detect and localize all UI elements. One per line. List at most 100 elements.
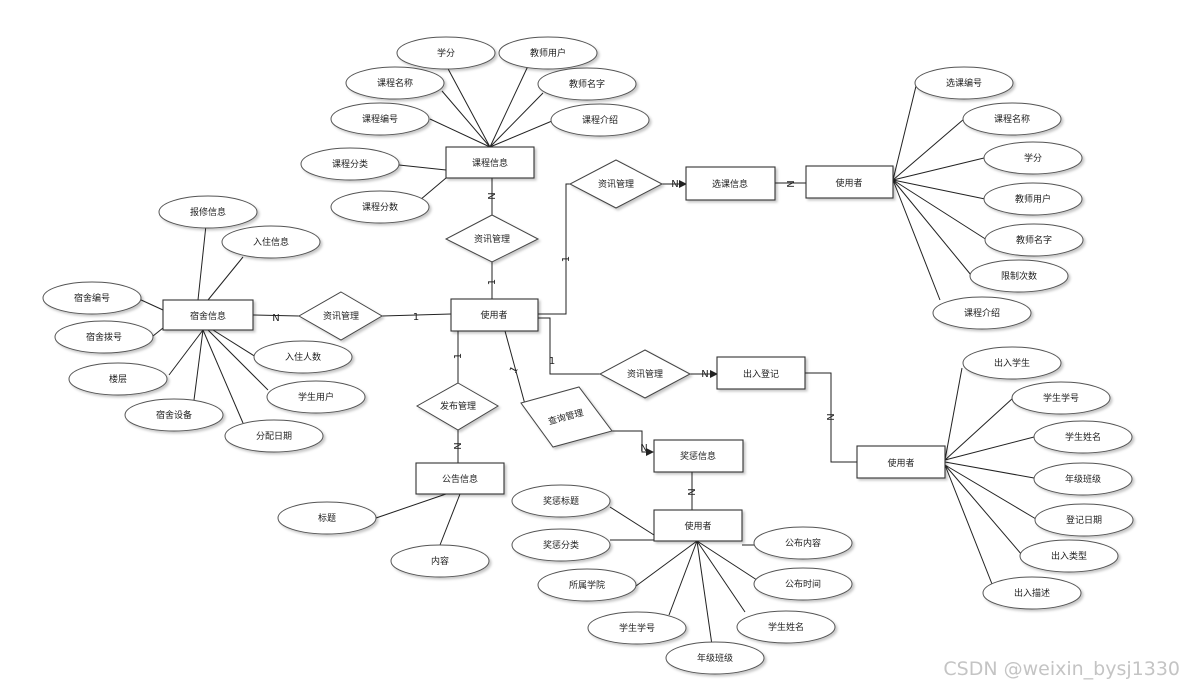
edge [892, 179, 941, 301]
attribute-label: 宿舍编号 [74, 292, 110, 304]
relationship-notice[interactable] [415, 382, 499, 431]
attribute-ellipse[interactable] [983, 182, 1083, 216]
edge [202, 329, 244, 424]
attribute-label: 课程编号 [362, 113, 398, 125]
entity-label: 宿舍信息 [190, 310, 226, 322]
attribute-ellipse[interactable] [158, 195, 258, 229]
attribute-ellipse[interactable] [1033, 420, 1133, 454]
entity-select-info[interactable] [685, 166, 776, 201]
attribute-ellipse[interactable] [396, 36, 496, 70]
edge [381, 313, 452, 317]
cardinality-label: 1 [453, 353, 464, 359]
entity-award-info[interactable] [653, 439, 744, 473]
attribute-label: 课程名称 [377, 77, 413, 89]
attribute-ellipse[interactable] [300, 147, 400, 181]
edge [212, 329, 257, 358]
attribute-ellipse[interactable] [498, 36, 598, 70]
entity-label: 选课信息 [712, 178, 748, 190]
cardinality-label: N [640, 443, 647, 454]
attribute-ellipse[interactable] [221, 225, 321, 259]
attribute-ellipse[interactable] [1019, 539, 1119, 573]
cardinalities: N 1 N 1 1 N 1 N N 1 N N 1 N N [272, 179, 837, 496]
attribute-ellipse[interactable] [1011, 381, 1111, 415]
attribute-ellipse[interactable] [511, 484, 611, 518]
cardinality-label: N [701, 369, 708, 380]
relationship-label: 发布管理 [440, 400, 476, 412]
attribute-label: 学生学号 [1043, 392, 1079, 404]
attribute-ellipse[interactable] [665, 641, 765, 675]
attribute-ellipse[interactable] [266, 380, 366, 414]
cardinality-label: 1 [561, 256, 572, 262]
cardinality-label: N [687, 488, 698, 495]
attribute-ellipse[interactable] [984, 223, 1084, 257]
attribute-ellipse[interactable] [753, 567, 853, 601]
attribute-ellipse[interactable] [277, 501, 377, 535]
edge [489, 65, 529, 148]
entity-notice-info[interactable] [415, 462, 505, 495]
attribute-ellipse[interactable] [42, 281, 142, 315]
edge [252, 314, 300, 317]
attribute-ellipse[interactable] [224, 419, 324, 453]
attribute-ellipse[interactable] [511, 528, 611, 562]
attribute-label: 标题 [318, 512, 336, 524]
edge [441, 90, 491, 148]
entity-label: 使用者 [480, 309, 507, 321]
relationship-course[interactable] [444, 214, 540, 263]
entity-label: 使用者 [684, 520, 711, 532]
edge [892, 157, 985, 181]
attribute-ellipse[interactable] [124, 398, 224, 432]
attribute-ellipse[interactable] [537, 568, 637, 602]
attribute-ellipse[interactable] [753, 526, 853, 560]
relationship-select[interactable] [568, 159, 664, 209]
entity-label: 课程信息 [472, 157, 508, 169]
cardinality-label: N [671, 179, 678, 190]
relationship-award[interactable] [520, 386, 613, 448]
attribute-label: 限制次数 [1001, 270, 1037, 282]
attribute-label: 宿舍设备 [156, 409, 192, 421]
attribute-ellipse[interactable] [537, 67, 637, 101]
entity-award-user[interactable] [653, 509, 743, 542]
attribute-label: 宿舍拨号 [86, 331, 122, 343]
attribute-ellipse[interactable] [736, 610, 836, 644]
entity-select-user[interactable] [805, 165, 894, 199]
attribute-ellipse[interactable] [962, 346, 1062, 380]
attribute-ellipse[interactable] [54, 320, 154, 354]
attribute-ellipse[interactable] [68, 362, 168, 396]
attribute-label: 学分 [437, 47, 455, 59]
attribute-ellipse[interactable] [982, 576, 1082, 610]
entity-inout-registration[interactable] [716, 356, 806, 390]
entity-inout-user[interactable] [856, 445, 946, 479]
attribute-ellipse[interactable] [914, 66, 1014, 100]
edge [892, 81, 918, 181]
attribute-label: 学生用户 [298, 391, 334, 403]
entity-dorm-info[interactable] [162, 299, 254, 331]
attribute-ellipse[interactable] [969, 259, 1069, 293]
attribute-ellipse[interactable] [330, 102, 430, 136]
edge [445, 64, 491, 148]
attribute-ellipse[interactable] [330, 190, 430, 224]
attribute-ellipse[interactable] [390, 544, 490, 578]
relationship-inout[interactable] [598, 349, 692, 399]
edge [696, 540, 761, 583]
entity-center-user[interactable] [450, 298, 539, 332]
attribute-ellipse[interactable] [253, 340, 353, 374]
attribute-label: 课程名称 [994, 113, 1030, 125]
attribute-ellipse[interactable] [550, 103, 650, 137]
attribute-label: 公布时间 [785, 578, 821, 590]
relationship-dorm[interactable] [297, 291, 383, 341]
attribute-ellipse[interactable] [345, 66, 445, 100]
edge [609, 506, 655, 536]
edge [207, 256, 244, 301]
attribute-ellipse[interactable] [962, 102, 1062, 136]
attribute-ellipse[interactable] [1034, 503, 1134, 537]
attribute-ellipse[interactable] [587, 611, 687, 645]
edge [538, 317, 600, 375]
attribute-ellipse[interactable] [932, 296, 1032, 330]
attribute-ellipse[interactable] [1033, 462, 1133, 496]
entity-label: 公告信息 [442, 473, 478, 485]
edge [193, 329, 204, 401]
attribute-ellipse[interactable] [983, 141, 1083, 175]
edge [892, 179, 986, 200]
cardinality-label: N [487, 192, 498, 199]
entity-course-info[interactable] [445, 146, 535, 179]
